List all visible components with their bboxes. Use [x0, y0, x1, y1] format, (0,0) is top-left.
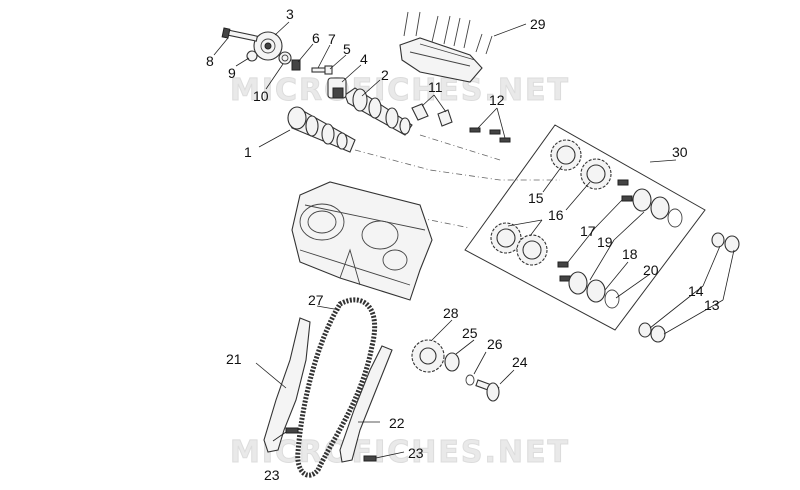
- pin-part-7: [311, 67, 327, 73]
- shims-part-17: [557, 179, 633, 282]
- callout-labels: 1 2 3 4 5 6 7 8 9 10 11 12 13 14 15 16 1…: [206, 6, 720, 483]
- callout-15: 15: [528, 190, 544, 206]
- callout-1: 1: [244, 144, 252, 160]
- callout-10: 10: [253, 88, 269, 104]
- callout-11: 11: [428, 79, 443, 95]
- callout-28: 28: [443, 305, 459, 321]
- ring-part-19: [568, 188, 670, 303]
- spring-part-6: [291, 59, 301, 71]
- cylinder-head: [291, 181, 433, 301]
- callout-14: 14: [688, 283, 704, 299]
- callout-21: 21: [226, 351, 242, 367]
- gear-set-frame: [464, 124, 706, 331]
- leader-lines: [213, 21, 735, 459]
- ring-part-20: [604, 208, 683, 309]
- callout-16: 16: [548, 207, 564, 223]
- callout-30: 30: [672, 144, 688, 160]
- camshaft-exhaust: [287, 106, 356, 153]
- sprocket-part-28: [411, 339, 445, 373]
- callout-27: 27: [308, 292, 324, 308]
- timing-chain-part-27: [295, 297, 378, 478]
- callout-20: 20: [643, 262, 659, 278]
- callout-25: 25: [462, 325, 478, 341]
- washer-part-14: [638, 232, 725, 338]
- part-5: [324, 65, 333, 75]
- callout-18: 18: [622, 246, 638, 262]
- callout-2: 2: [381, 67, 389, 83]
- nut-part-13: [650, 235, 740, 343]
- cam-cover-part-29: [399, 11, 493, 83]
- gear-part-16: [490, 222, 548, 266]
- callout-26: 26: [487, 336, 503, 352]
- guide-blade-part-22: [339, 345, 393, 463]
- watermark-top: MICROFICHES.NET: [230, 73, 570, 108]
- watermark-bottom: MICROFICHES.NET: [230, 435, 570, 470]
- ring-part-25: [444, 352, 460, 372]
- callout-22: 22: [389, 415, 405, 431]
- alignment-lines: [329, 134, 560, 229]
- bracket-part-11: [411, 103, 453, 127]
- callout-9: 9: [228, 65, 236, 81]
- callout-6: 6: [312, 30, 320, 46]
- callout-12: 12: [489, 92, 505, 108]
- bolt-part-8: [221, 27, 258, 42]
- clip-part-26: [465, 374, 475, 386]
- shaft-part-24: [475, 379, 500, 402]
- callout-17: 17: [580, 223, 596, 239]
- callout-5: 5: [343, 41, 351, 57]
- callout-7: 7: [328, 31, 336, 47]
- bolt-part-23-a: [285, 427, 299, 434]
- bolts-part-12: [469, 127, 511, 143]
- callout-19: 19: [597, 234, 613, 250]
- callout-23-b: 23: [408, 445, 424, 461]
- sprocket-part-3: [253, 31, 283, 61]
- callout-3: 3: [286, 6, 294, 22]
- callout-8: 8: [206, 53, 214, 69]
- phaser-part-4: [327, 77, 347, 99]
- gear-part-15: [550, 139, 612, 190]
- callout-13: 13: [704, 297, 720, 313]
- tensioner-blade-part-21: [263, 317, 311, 453]
- callout-23-a: 23: [264, 467, 280, 483]
- callout-29: 29: [530, 16, 546, 32]
- washer-part-9: [246, 50, 258, 62]
- bolt-part-23-b: [363, 455, 377, 462]
- callout-4: 4: [360, 51, 368, 67]
- callout-24: 24: [512, 354, 528, 370]
- camshaft-intake: [344, 87, 413, 136]
- nut-part-10: [278, 51, 292, 65]
